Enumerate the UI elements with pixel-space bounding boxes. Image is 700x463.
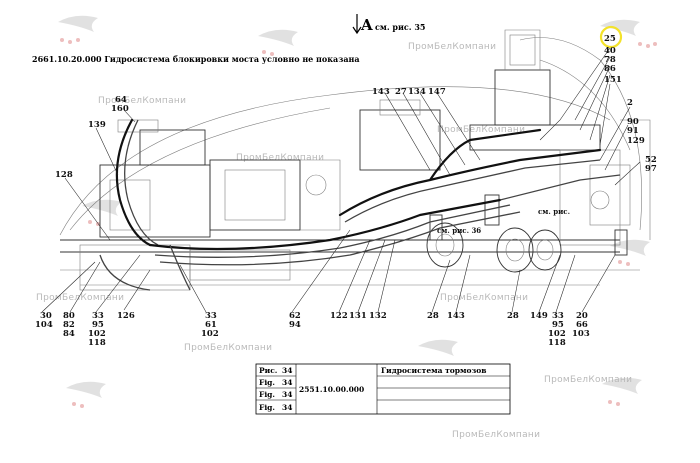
callout-label[interactable]: 149 bbox=[530, 311, 548, 321]
watermark-logo-3 bbox=[600, 19, 657, 48]
callout-label[interactable]: 84 bbox=[63, 329, 75, 339]
watermark-logo-7 bbox=[66, 381, 106, 408]
title-block-row-num: 34 bbox=[282, 366, 292, 375]
callout-stack-25[interactable]: 25 40 78 86 151 bbox=[604, 34, 622, 85]
view-reference: см. рис. 35 bbox=[375, 22, 426, 32]
callout-label[interactable]: 131 bbox=[349, 311, 367, 321]
callout-label[interactable]: 33 bbox=[552, 311, 564, 321]
callout-label[interactable]: 20 bbox=[576, 311, 588, 321]
drawing-title: 2661.10.20.000 Гидросистема блокировки м… bbox=[32, 54, 360, 64]
inline-ref-fig37: см. рис. bbox=[538, 207, 570, 216]
callout-label[interactable]: 118 bbox=[548, 338, 566, 348]
machine-outline bbox=[59, 29, 651, 291]
callout-label[interactable]: 143 bbox=[372, 87, 390, 97]
callout-stack-20[interactable]: 20 66 103 bbox=[572, 311, 590, 339]
title-block-row-label: Fig. bbox=[259, 403, 275, 412]
callout-label[interactable]: 64 bbox=[115, 95, 127, 105]
watermark-text-2: ПромБелКомпани bbox=[98, 96, 186, 106]
watermark-text-9: ПромБелКомпани bbox=[452, 430, 540, 440]
callout-highlight-circle bbox=[599, 25, 623, 49]
watermark-logo-5 bbox=[610, 239, 650, 266]
callout-stack-90[interactable]: 90 91 129 bbox=[627, 117, 645, 146]
watermark-logo-6 bbox=[418, 339, 458, 356]
callout-label[interactable]: 103 bbox=[572, 329, 590, 339]
callout-label[interactable]: 143 bbox=[447, 311, 465, 321]
title-block-description: Гидросистема тормозов bbox=[381, 366, 487, 375]
callout-label[interactable]: 66 bbox=[576, 320, 588, 330]
watermark-logo-2 bbox=[258, 29, 298, 56]
callout-label[interactable]: 129 bbox=[627, 136, 645, 146]
title-block-row-label: Fig. bbox=[259, 390, 275, 399]
watermark-text-5: ПромБелКомпани bbox=[36, 293, 124, 303]
callout-label[interactable]: 90 bbox=[627, 117, 639, 127]
callout-label[interactable]: 151 bbox=[604, 75, 622, 85]
callout-label[interactable]: 61 bbox=[205, 320, 217, 330]
callout-label[interactable]: 102 bbox=[548, 329, 566, 339]
drawing-number: 2551.10.00.000 bbox=[299, 385, 364, 394]
callout-label[interactable]: 139 bbox=[88, 120, 106, 130]
callout-label[interactable]: 78 bbox=[604, 55, 616, 65]
callout-label[interactable]: 102 bbox=[201, 329, 219, 339]
callout-label[interactable]: 2 bbox=[627, 98, 633, 108]
callout-label[interactable]: 28 bbox=[507, 311, 519, 321]
callout-stack-33-left[interactable]: 33 95 102 118 bbox=[88, 311, 106, 348]
callout-label[interactable]: 126 bbox=[117, 311, 135, 321]
callout-label[interactable]: 52 bbox=[645, 155, 657, 165]
callout-label[interactable]: 102 bbox=[88, 329, 106, 339]
watermark-logo-1 bbox=[58, 15, 98, 44]
callout-label[interactable]: 28 bbox=[427, 311, 439, 321]
callout-stack-80[interactable]: 80 82 84 bbox=[63, 311, 75, 339]
callout-label[interactable]: 147 bbox=[428, 87, 446, 97]
callout-label[interactable]: 118 bbox=[88, 338, 106, 348]
callout-label[interactable]: 91 bbox=[627, 126, 639, 136]
callout-stack-33-right[interactable]: 33 95 102 118 bbox=[548, 311, 566, 348]
callout-label[interactable]: 134 bbox=[408, 87, 426, 97]
callout-label[interactable]: 62 bbox=[289, 311, 301, 321]
callout-label[interactable]: 132 bbox=[369, 311, 387, 321]
watermark-text-7: ПромБелКомпани bbox=[184, 343, 272, 353]
callout-stack-33-mid[interactable]: 33 61 102 bbox=[201, 311, 219, 339]
callout-label[interactable]: 122 bbox=[330, 311, 348, 321]
watermark-logo-8 bbox=[602, 377, 642, 406]
title-block: Рис. 34 Fig. 34 Fig. 34 Fig. 34 2551.10.… bbox=[255, 363, 511, 415]
watermark-text-8: ПромБелКомпани bbox=[544, 375, 632, 385]
callout-label[interactable]: 33 bbox=[92, 311, 104, 321]
title-block-row-num: 34 bbox=[282, 378, 292, 387]
callout-label[interactable]: 95 bbox=[92, 320, 104, 330]
view-letter: A bbox=[360, 16, 373, 34]
watermark-text-3: ПромБелКомпани bbox=[236, 153, 324, 163]
callout-label[interactable]: 27 bbox=[395, 87, 407, 97]
title-block-row-label: Fig. bbox=[259, 378, 275, 387]
hydraulic-lines bbox=[99, 118, 621, 291]
title-block-row-num: 34 bbox=[282, 390, 292, 399]
callout-label[interactable]: 160 bbox=[111, 104, 129, 114]
callout-stack-30[interactable]: 30 104 bbox=[35, 311, 53, 330]
watermark-logo-4 bbox=[82, 199, 122, 226]
callout-label[interactable]: 97 bbox=[645, 164, 657, 174]
title-block-row-num: 34 bbox=[282, 403, 292, 412]
callout-stack-62[interactable]: 62 94 bbox=[289, 311, 301, 330]
inline-ref-fig36: см. рис. 36 bbox=[437, 226, 481, 235]
callout-stack-52[interactable]: 52 97 bbox=[645, 155, 657, 174]
callout-label[interactable]: 33 bbox=[205, 311, 217, 321]
callout-label[interactable]: 80 bbox=[63, 311, 75, 321]
watermark-text-4: ПромБелКомпани bbox=[437, 125, 525, 135]
callout-label[interactable]: 25 bbox=[604, 34, 616, 44]
callout-label[interactable]: 104 bbox=[35, 320, 53, 330]
leader-lines bbox=[41, 47, 641, 313]
callout-label[interactable]: 86 bbox=[604, 64, 616, 74]
callout-label[interactable]: 82 bbox=[63, 320, 75, 330]
callout-label[interactable]: 40 bbox=[604, 46, 616, 56]
watermark-text-1: ПромБелКомпани bbox=[408, 42, 496, 52]
title-block-row-label: Рис. bbox=[259, 366, 277, 375]
watermark-text-6: ПромБелКомпани bbox=[440, 293, 528, 303]
callout-label[interactable]: 128 bbox=[55, 170, 73, 180]
view-marker: A см. рис. 35 bbox=[352, 14, 426, 35]
callout-label[interactable]: 95 bbox=[552, 320, 564, 330]
callout-label[interactable]: 94 bbox=[289, 320, 301, 330]
callout-label[interactable]: 30 bbox=[40, 311, 52, 321]
